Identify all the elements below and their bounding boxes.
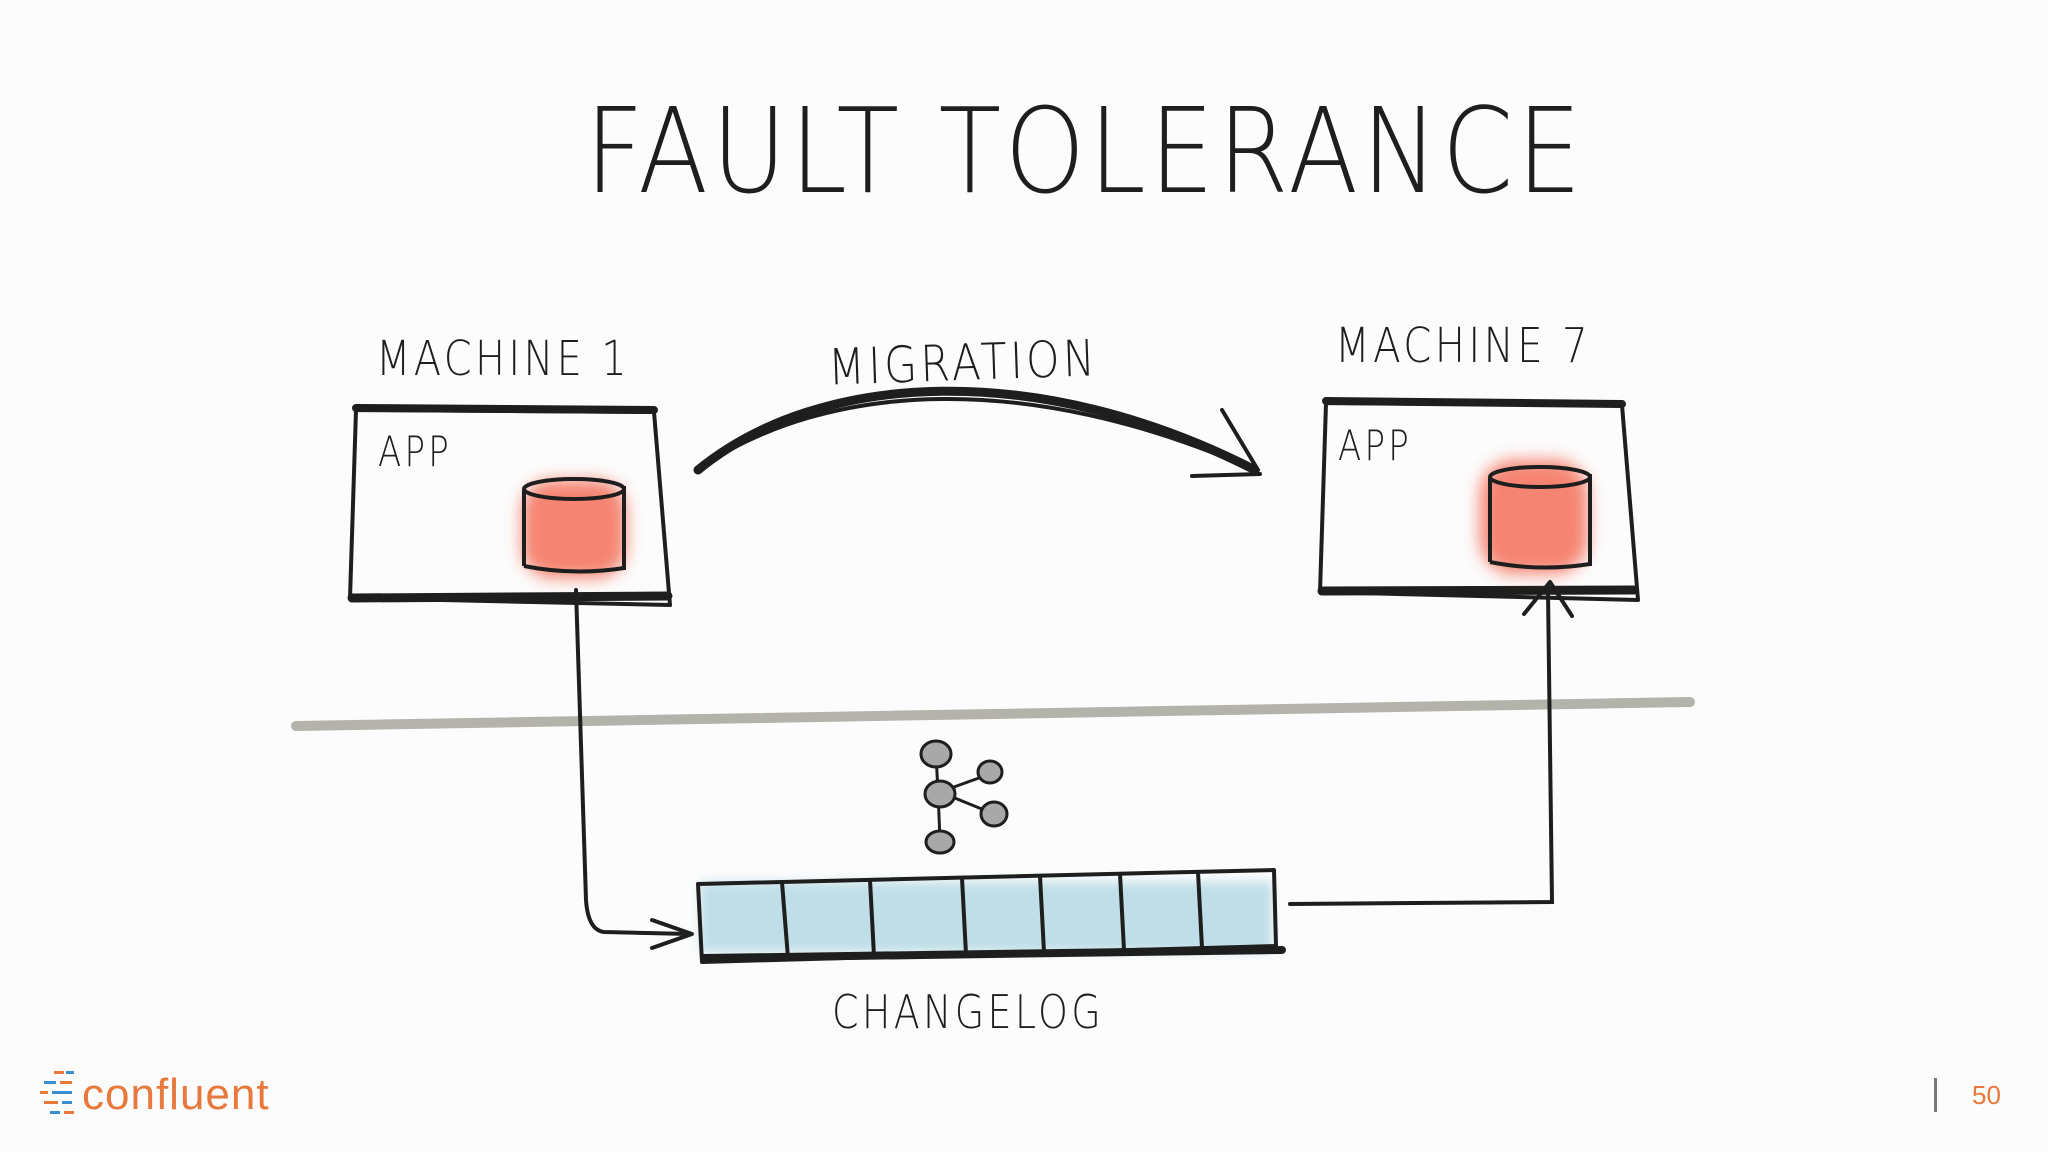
confluent-logo: confluent (40, 1060, 270, 1130)
slide-title: FAULT TOLERANCE (585, 82, 1585, 220)
changelog-topic (696, 868, 1286, 964)
migration-arrow (693, 386, 1262, 478)
database-cylinder-icon (1480, 460, 1592, 574)
migration-label: MIGRATION (827, 329, 1099, 396)
machine-right-app-label: APP (1338, 421, 1412, 470)
machine-right-label: MACHINE 7 (1335, 318, 1591, 374)
write-to-changelog-arrow (574, 588, 694, 950)
kafka-logo-icon (919, 739, 1009, 855)
restore-from-changelog-arrow (1288, 580, 1574, 906)
machine-right-box (1317, 397, 1640, 602)
page-number-divider (1934, 1078, 1937, 1112)
confluent-logo-icon (40, 1071, 74, 1114)
machine-left-app-label: APP (378, 427, 452, 476)
network-boundary-line (291, 697, 1695, 731)
database-cylinder-icon (522, 477, 626, 578)
machine-left-label: MACHINE 1 (376, 331, 630, 387)
brand-name: confluent (82, 1070, 270, 1119)
page-number: 50 (1972, 1080, 2001, 1110)
machine-left-box (347, 404, 673, 607)
changelog-label: CHANGELOG (832, 985, 1104, 1039)
